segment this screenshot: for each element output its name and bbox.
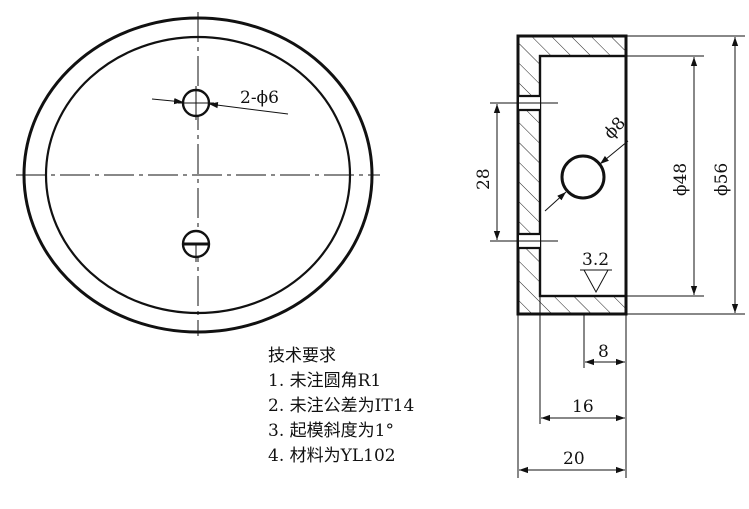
hole-callout-leader [208,102,289,115]
hatch-left-wall [518,56,540,296]
note-item: 1. 未注圆角R1 [268,371,382,391]
dim-inner-depth: 16 [572,397,594,417]
side-view: ϕ8 28 ϕ48 ϕ56 3.2 8 16 20 [474,34,745,478]
front-view: 2-ϕ6 [16,12,380,336]
hole-callout-leader-2 [151,97,184,105]
center-hole [560,154,606,200]
dim-hole-spacing: 28 [474,168,494,190]
center-hole-leader-2 [544,191,567,212]
dim-roughness: 3.2 [582,250,609,270]
note-item: 4. 材料为YL102 [268,446,396,466]
technical-requirements: 技术要求 1. 未注圆角R1 2. 未注公差为IT14 3. 起模斜度为1° 4… [268,344,414,469]
note-item: 3. 起模斜度为1° [268,421,394,441]
hole-callout: 2-ϕ6 [240,88,279,108]
center-hole-leader [599,140,629,165]
roughness-symbol [580,269,612,294]
dim-bottom-thickness: 8 [598,342,609,362]
dim-inner-dia: ϕ48 [671,163,691,196]
dim-outer-dia: ϕ56 [712,163,732,196]
hatch-top-wall [518,36,626,56]
note-item: 2. 未注公差为IT14 [268,396,415,416]
dim-total-height: 20 [563,449,585,469]
hatch-bottom-wall [518,296,626,314]
notes-title: 技术要求 [268,346,336,366]
